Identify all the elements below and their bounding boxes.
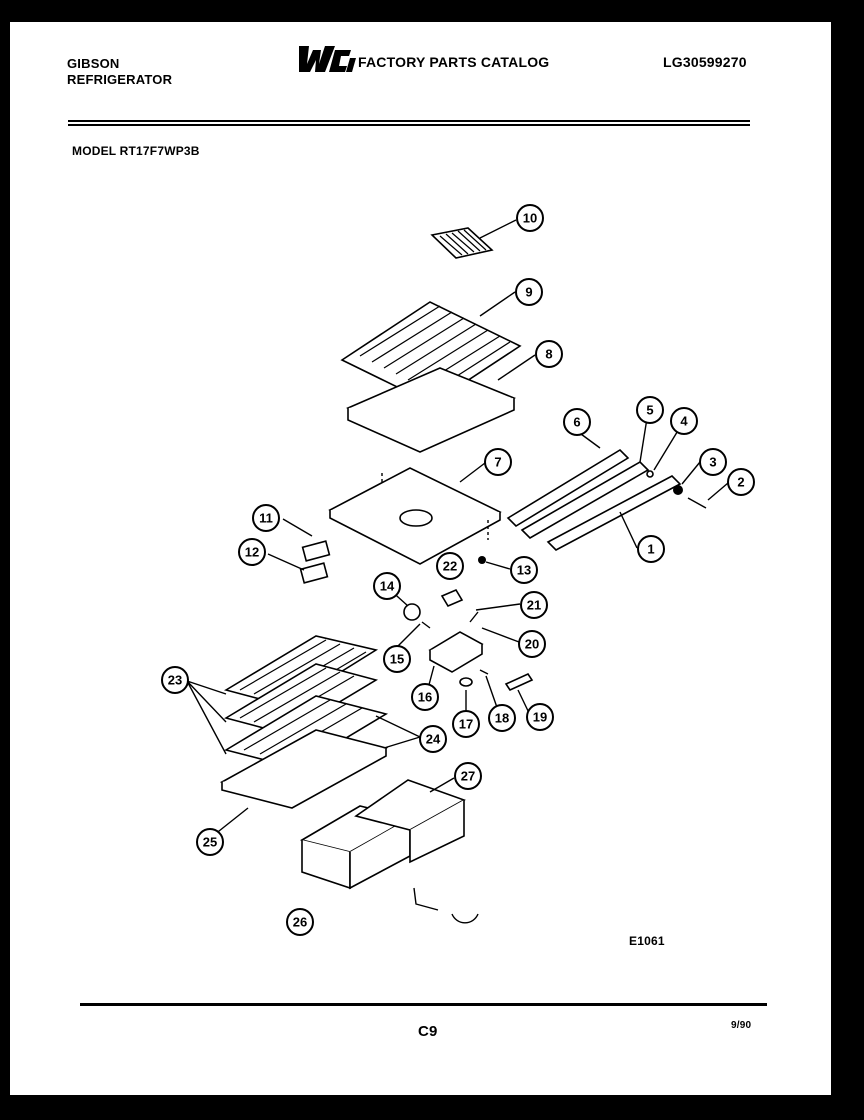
callout-22: 22	[436, 552, 464, 580]
svg-text:4: 4	[680, 414, 688, 429]
callout-11: 11	[252, 504, 280, 532]
svg-text:7: 7	[494, 455, 501, 470]
callout-19: 19	[526, 703, 554, 731]
callout-6: 6	[563, 408, 591, 436]
callout-26: 26	[286, 908, 314, 936]
part-grille-10	[430, 227, 494, 259]
brand-line-2: REFRIGERATOR	[67, 72, 173, 87]
svg-text:1: 1	[647, 542, 654, 557]
svg-text:10: 10	[523, 211, 537, 226]
svg-text:24: 24	[426, 732, 441, 747]
wci-logo	[299, 46, 356, 72]
part-control-assembly	[403, 588, 534, 692]
svg-text:19: 19	[533, 710, 547, 725]
header-rule	[68, 120, 750, 126]
svg-text:14: 14	[380, 579, 395, 594]
svg-text:18: 18	[495, 711, 509, 726]
part-tray-7	[328, 467, 502, 574]
callout-16: 16	[411, 683, 439, 711]
callout-10: 10	[516, 204, 544, 232]
svg-text:21: 21	[527, 598, 541, 613]
brand-name: GIBSON REFRIGERATOR	[67, 56, 172, 88]
svg-text:25: 25	[203, 835, 217, 850]
svg-text:3: 3	[709, 455, 716, 470]
catalog-title: FACTORY PARTS CATALOG	[358, 54, 550, 70]
callout-21: 21	[520, 591, 548, 619]
callout-2: 2	[727, 468, 755, 496]
footer-rule	[80, 1003, 767, 1006]
svg-text:8: 8	[545, 347, 552, 362]
callout-23: 23	[161, 666, 189, 694]
svg-text:11: 11	[259, 511, 273, 526]
svg-text:20: 20	[525, 637, 539, 652]
callout-9: 9	[515, 278, 543, 306]
svg-text:27: 27	[461, 769, 475, 784]
callout-13: 13	[510, 556, 538, 584]
part-screws-2-3-4	[478, 470, 707, 564]
callout-1: 1	[637, 535, 665, 563]
svg-text:16: 16	[418, 690, 432, 705]
svg-text:12: 12	[245, 545, 259, 560]
callout-14: 14	[373, 572, 401, 600]
svg-text:6: 6	[573, 415, 580, 430]
brand-line-1: GIBSON	[67, 56, 120, 71]
part-rails-1-5-6	[506, 448, 682, 551]
callout-7: 7	[484, 448, 512, 476]
callout-5: 5	[636, 396, 664, 424]
svg-text:23: 23	[168, 673, 182, 688]
diagram-code: E1061	[629, 934, 665, 948]
model-label: MODEL RT17F7WP3B	[72, 144, 200, 158]
part-clips-11-12	[299, 540, 331, 584]
svg-text:9: 9	[525, 285, 532, 300]
page-code: C9	[418, 1023, 438, 1040]
svg-text:5: 5	[646, 403, 653, 418]
document-number: LG30599270	[663, 54, 747, 70]
svg-text:13: 13	[517, 563, 531, 578]
callout-27: 27	[454, 762, 482, 790]
callout-4: 4	[670, 407, 698, 435]
svg-text:15: 15	[390, 652, 404, 667]
part-shelves-23-24-25	[219, 635, 389, 809]
svg-text:17: 17	[459, 717, 473, 732]
part-crisper-frame-8	[346, 367, 517, 453]
part-crisper-drawers-27	[299, 779, 466, 911]
callout-24: 24	[419, 725, 447, 753]
callout-12: 12	[238, 538, 266, 566]
callout-25: 25	[196, 828, 224, 856]
svg-text:2: 2	[737, 475, 744, 490]
callout-3: 3	[699, 448, 727, 476]
callout-18: 18	[488, 704, 516, 732]
callout-20: 20	[518, 630, 546, 658]
callout-17: 17	[452, 710, 480, 738]
callout-partial	[451, 913, 479, 924]
callout-15: 15	[383, 645, 411, 673]
revision-date: 9/90	[731, 1020, 752, 1031]
svg-text:22: 22	[443, 559, 457, 574]
svg-text:26: 26	[293, 915, 307, 930]
callout-8: 8	[535, 340, 563, 368]
